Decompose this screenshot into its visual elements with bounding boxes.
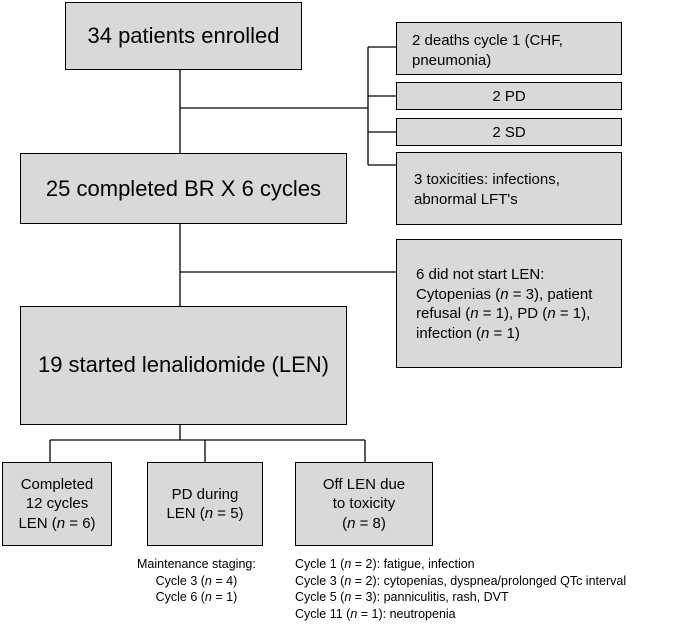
toxicities-label: 3 toxicities: infections, abnormal LFT's	[414, 171, 560, 208]
off-len-toxicity-box: Off LEN due to toxicity (n = 8)	[295, 462, 433, 546]
toxicity-item-1: Cycle 1 (n = 2): fatigue, infection	[295, 557, 475, 571]
enrolled-label: 34 patients enrolled	[87, 23, 280, 48]
completed-br-label: 25 completed BR X 6 cycles	[45, 175, 322, 201]
pd-box: 2 PD	[396, 82, 622, 110]
completed-line-1: Completed	[20, 475, 94, 493]
no-start-line-1: Cytopenias (n = 3), patient	[416, 285, 593, 303]
no-start-line-3: infection (n = 1)	[416, 324, 520, 342]
off-line-1: Off LEN due	[322, 475, 406, 493]
sd-label: 2 SD	[492, 123, 526, 141]
toxicity-item-2: Cycle 3 (n = 2): cytopenias, dyspnea/pro…	[295, 573, 627, 588]
maintenance-item-2: Cycle 6 (n = 1)	[155, 590, 238, 605]
completed-12-cycles-box: Completed 12 cycles LEN (n = 6)	[2, 462, 112, 546]
pd-line-1: PD during	[171, 485, 239, 503]
maintenance-item-1: Cycle 3 (n = 4)	[155, 573, 238, 588]
completed-line-3: LEN (n = 6)	[18, 514, 96, 532]
maintenance-title: Maintenance staging:	[137, 557, 256, 571]
maintenance-staging-note: Maintenance staging: Cycle 3 (n = 4) Cyc…	[137, 556, 256, 606]
off-line-3: (n = 8)	[342, 514, 386, 532]
no-start-head: 6 did not start LEN:	[416, 266, 545, 283]
deaths-box: 2 deaths cycle 1 (CHF, pneumonia)	[396, 22, 622, 75]
pd-during-len-box: PD during LEN (n = 5)	[147, 462, 263, 546]
no-start-line-2: refusal (n = 1), PD (n = 1),	[416, 305, 591, 322]
started-len-box: 19 started lenalidomide (LEN)	[20, 306, 347, 425]
no-start-len-box: 6 did not start LEN: Cytopenias (n = 3),…	[396, 239, 622, 368]
pd-label: 2 PD	[492, 87, 526, 105]
completed-br-box: 25 completed BR X 6 cycles	[20, 153, 347, 224]
pd-line-2: LEN (n = 5)	[166, 505, 244, 522]
deaths-label: 2 deaths cycle 1 (CHF, pneumonia)	[412, 32, 563, 69]
completed-line-2: 12 cycles	[25, 495, 89, 513]
toxicity-item-3: Cycle 5 (n = 3): panniculitis, rash, DVT	[295, 590, 509, 605]
started-len-label: 19 started lenalidomide (LEN)	[37, 352, 330, 378]
enrolled-box: 34 patients enrolled	[65, 2, 302, 70]
sd-box: 2 SD	[396, 118, 622, 146]
toxicity-item-4: Cycle 11 (n = 1): neutropenia	[295, 606, 456, 621]
off-line-2: to toxicity	[332, 495, 396, 513]
toxicities-box: 3 toxicities: infections, abnormal LFT's	[396, 152, 622, 225]
toxicity-details-note: Cycle 1 (n = 2): fatigue, infection Cycl…	[295, 556, 626, 623]
